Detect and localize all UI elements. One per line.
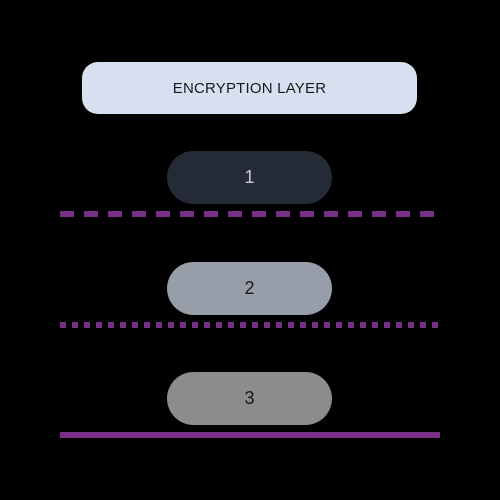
layer-separator-3 [60,432,440,438]
layer-node-2: 2 [167,262,332,315]
layer-node-label: 3 [244,388,255,408]
layer-separator-1 [60,211,440,217]
header-title: ENCRYPTION LAYER [172,79,327,97]
layer-node-label: 1 [244,167,255,187]
layer-node-1: 1 [167,151,332,204]
encryption-layer-header: ENCRYPTION LAYER [82,62,417,114]
layer-separator-2 [60,322,440,328]
layer-node-label: 2 [244,278,255,298]
layer-node-3: 3 [167,372,332,425]
